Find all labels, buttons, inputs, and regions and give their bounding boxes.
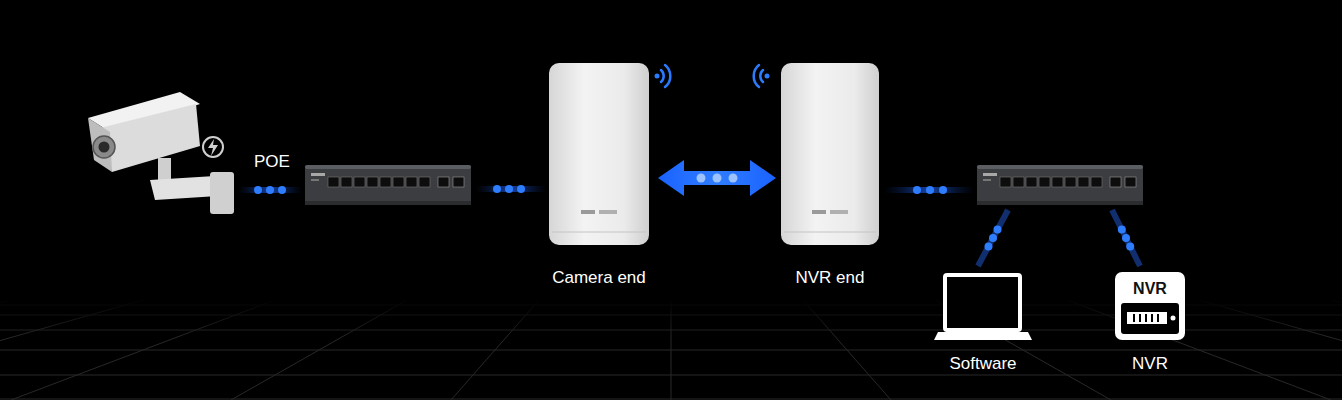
node-label: Camera end [548, 268, 650, 288]
text-slot: Software [932, 354, 1034, 374]
text-slot: NVR [1112, 279, 1188, 299]
camera-illustration [88, 92, 234, 214]
link-dots [476, 186, 546, 192]
wifi-signal [765, 74, 770, 79]
power-icon [203, 137, 223, 157]
bridge-housing [781, 63, 879, 245]
wifi-signal [655, 65, 770, 87]
link-dots [1122, 234, 1130, 242]
link-dots [978, 210, 1008, 266]
text-slot: NVR end [780, 268, 880, 288]
camera-illustration [210, 172, 234, 214]
link-dots [238, 187, 302, 193]
poe-switch [305, 165, 471, 205]
nvr-panel [1121, 303, 1179, 334]
node-label: NVR end [792, 268, 869, 288]
link-dots [926, 186, 934, 194]
link-dots [266, 186, 274, 194]
wifi-signal [661, 70, 664, 82]
nvr-switch [977, 165, 1143, 205]
drive-slot [1151, 314, 1153, 322]
laptop-screen [945, 275, 1020, 330]
label-slot: POE [250, 152, 294, 172]
bridge-housing [549, 63, 649, 245]
housing-seam [552, 232, 646, 233]
floor-fade [0, 298, 1342, 338]
wifi-signal [665, 65, 670, 87]
drive-slot [1139, 314, 1141, 322]
link-dots [493, 185, 501, 193]
bridge-node: NVR end [780, 62, 880, 290]
housing-seam [784, 232, 876, 233]
wifi-signal [754, 65, 759, 87]
poe-switch [305, 165, 471, 205]
link-dots [517, 185, 525, 193]
bridge-shape [548, 62, 650, 246]
link-dots [1126, 242, 1134, 250]
camera-illustration [88, 118, 112, 172]
link-dots [884, 187, 974, 193]
link-dot [713, 174, 722, 183]
label-text: POE [250, 152, 294, 172]
wifi-signal [760, 70, 763, 82]
laptop-node: Software [932, 270, 1034, 376]
icon-text: NVR [1133, 279, 1167, 299]
link-arrow [658, 160, 776, 196]
text-slot: NVR [1112, 354, 1188, 374]
link-dots [939, 186, 947, 194]
node-label: NVR [1128, 354, 1172, 374]
link-dots [1112, 210, 1140, 266]
logo-mark [812, 210, 826, 214]
link-dots [278, 186, 286, 194]
link-dots [985, 242, 993, 250]
bridge-node: Camera end [544, 62, 654, 290]
power-icon [208, 139, 218, 156]
laptop-base [934, 332, 1032, 340]
logo-mark [581, 210, 595, 214]
link-dots [505, 185, 513, 193]
nvr-drive [1127, 312, 1167, 324]
link-dots [238, 185, 1140, 266]
nvr-switch [977, 165, 1143, 205]
link-dots [1118, 226, 1126, 234]
camera-illustration [99, 142, 110, 153]
bridge-shape [780, 62, 880, 246]
link-dots [913, 186, 921, 194]
camera-illustration [93, 136, 115, 158]
nvr-node: NVR NVR [1112, 270, 1188, 376]
nvr-body [1115, 272, 1185, 340]
link-dot [729, 174, 738, 183]
drive-slot [1133, 314, 1135, 322]
node-label: Software [945, 354, 1020, 374]
power-icon [203, 137, 223, 157]
wifi-signal [655, 74, 660, 79]
logo-mark [830, 210, 848, 214]
text-slot: Camera end [544, 268, 654, 288]
laptop-shape [932, 270, 1034, 342]
logo-mark [599, 210, 617, 214]
link-dots [994, 226, 1002, 234]
drive-slot [1145, 314, 1147, 322]
camera-illustration [100, 104, 200, 172]
camera-illustration [158, 158, 171, 182]
nvr-led [1171, 316, 1176, 321]
camera-illustration [150, 176, 218, 200]
drive-slot [1157, 314, 1159, 322]
link-dot [697, 174, 706, 183]
link-dots [989, 234, 997, 242]
link-dots [254, 186, 262, 194]
